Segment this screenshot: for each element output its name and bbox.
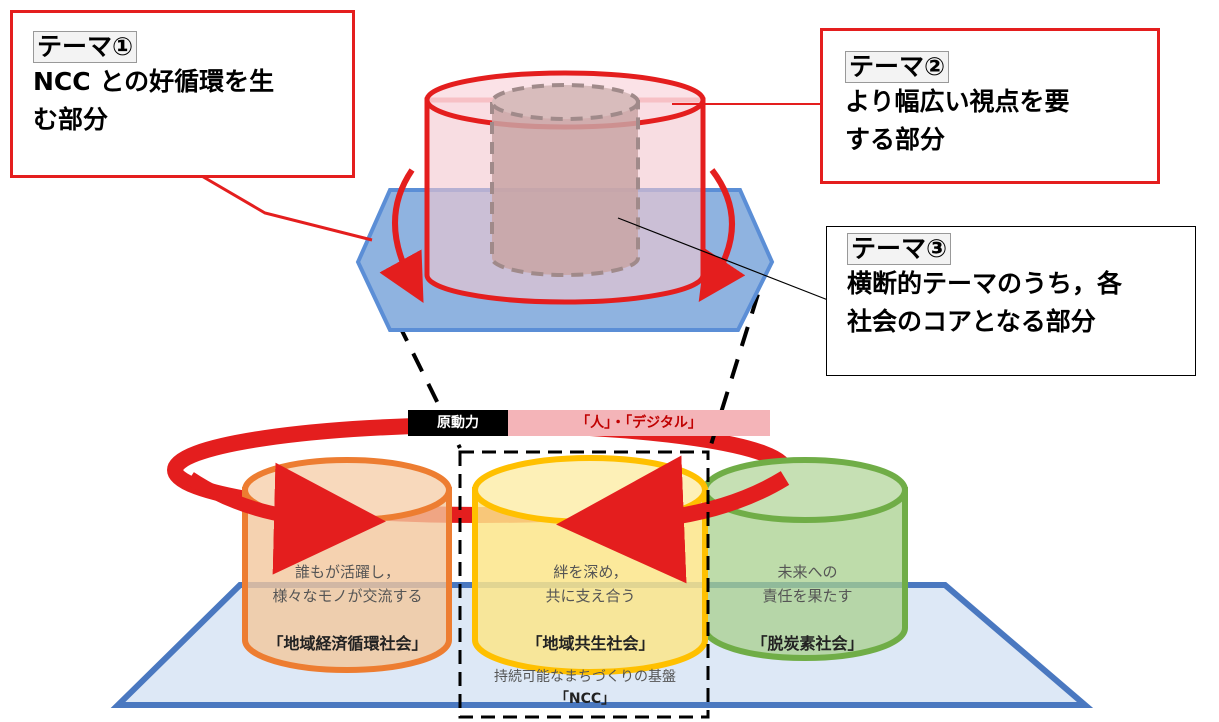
cycle-arrow-left bbox=[186, 462, 386, 575]
cycle-arrow-front bbox=[556, 455, 790, 584]
theme2-tag: テーマ② bbox=[845, 51, 950, 83]
theme3-body: 横断的テーマのうち，各 社会のコアとなる部分 bbox=[847, 269, 1123, 336]
society-economy-name: 「地域経済循環社会」 bbox=[267, 634, 428, 653]
driver-value: 「人」・「デジタル」 bbox=[508, 410, 770, 436]
society-coexistence-name: 「地域共生社会」 bbox=[526, 634, 655, 653]
theme3-leader bbox=[617, 217, 829, 301]
theme1-arrow-right bbox=[698, 168, 746, 302]
theme1-callout: テーマ① NCC との好循環を生 む部分 bbox=[10, 10, 355, 178]
inner-cylinder bbox=[490, 83, 640, 277]
society-decarbon-desc: 未来への 責任を果たす bbox=[762, 563, 853, 605]
theme1-tag: テーマ① bbox=[33, 31, 138, 63]
society-coexistence-desc: 絆を深め， 共に支え合う bbox=[545, 563, 636, 605]
theme1-body: NCC との好循環を生 む部分 bbox=[33, 67, 275, 134]
society-decarbon-text: 未来への 責任を果たす 「脱炭素社会」 bbox=[710, 536, 905, 680]
society-economy-text: 誰もが活躍し， 様々なモノが交流する 「地域経済循環社会」 bbox=[245, 536, 450, 680]
theme1-arrow-left bbox=[379, 168, 424, 304]
society-economy-desc: 誰もが活躍し， 様々なモノが交流する bbox=[272, 563, 423, 605]
theme2-callout: テーマ② より幅広い視点を要 する部分 bbox=[820, 28, 1160, 184]
theme3-tag: テーマ③ bbox=[847, 233, 952, 265]
cylinder-decarbonized bbox=[702, 457, 908, 661]
base-text: 持続可能なまちづくりの基盤 「NCC」 bbox=[462, 666, 708, 710]
theme2-body: より幅広い視点を要 する部分 bbox=[845, 87, 1070, 154]
theme1-leader bbox=[199, 173, 373, 242]
driver-label: 原動力 bbox=[408, 410, 508, 436]
society-coexistence-text: 絆を深め， 共に支え合う 「地域共生社会」 bbox=[478, 536, 703, 680]
base-desc: 持続可能なまちづくりの基盤 bbox=[494, 669, 676, 685]
society-decarbon-name: 「脱炭素社会」 bbox=[751, 634, 864, 653]
base-name: 「NCC」 bbox=[554, 691, 616, 707]
ncc-dashed-outline bbox=[458, 450, 710, 719]
theme3-callout: テーマ③ 横断的テーマのうち，各 社会のコアとなる部分 bbox=[826, 226, 1196, 376]
